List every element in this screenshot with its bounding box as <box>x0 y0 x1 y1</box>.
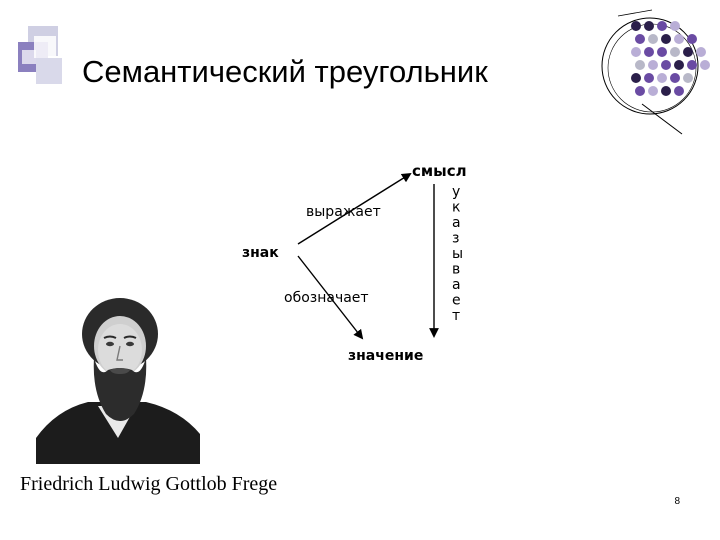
semantic-triangle-diagram: смысл знак значение выражает обозначает … <box>242 162 467 364</box>
decoration-dot <box>670 73 680 83</box>
decoration-dot <box>683 73 693 83</box>
decoration-dot <box>631 47 641 57</box>
edge-label-points-to-letter: з <box>452 231 459 247</box>
decoration-dot <box>635 60 645 70</box>
decoration-dot <box>657 21 667 31</box>
edge-label-points-to-letter: а <box>452 215 461 231</box>
page-number: 8 <box>674 496 680 507</box>
edge-label-points-to-letter: е <box>452 293 461 309</box>
edge-label-points-to-letter: т <box>452 308 460 324</box>
edge-label-points-to-letter: а <box>452 277 461 293</box>
edge-label-points-to-letter: к <box>452 200 460 216</box>
decoration-dot <box>657 73 667 83</box>
node-sense: смысл <box>412 162 467 180</box>
arrow-sign-to-meaning <box>297 255 364 340</box>
slide-title: Семантический треугольник <box>82 54 488 89</box>
decoration-dot <box>644 47 654 57</box>
decoration-dot <box>635 34 645 44</box>
decoration-dot <box>648 34 658 44</box>
edge-label-points-to-letter: в <box>452 262 460 278</box>
node-sign: знак <box>242 245 279 261</box>
decoration-dot <box>631 21 641 31</box>
decoration-dot <box>635 86 645 96</box>
decoration-dot <box>674 86 684 96</box>
decoration-dot <box>674 34 684 44</box>
arrow-sign-to-sense <box>297 172 412 245</box>
edge-label-expresses: выражает <box>306 204 381 220</box>
portrait-caption: Friedrich Ludwig Gottlob Frege <box>20 473 278 495</box>
decoration-dot <box>661 86 671 96</box>
decoration-dot <box>700 60 710 70</box>
edge-label-points-to-letter: ы <box>452 246 463 262</box>
decoration-dot <box>644 21 654 31</box>
frege-portrait-image <box>36 288 200 464</box>
decoration-dot <box>644 73 654 83</box>
decoration-dot <box>661 60 671 70</box>
decoration-dot <box>661 34 671 44</box>
node-meaning: значение <box>348 348 423 364</box>
decoration-dot <box>631 73 641 83</box>
decoration-dot <box>687 34 697 44</box>
decoration-dot <box>670 47 680 57</box>
decoration-dot <box>657 47 667 57</box>
squares-decoration-icon <box>18 26 62 84</box>
decoration-dot <box>648 60 658 70</box>
decoration-dot <box>670 21 680 31</box>
decoration-dot <box>674 60 684 70</box>
decoration-dot <box>687 60 697 70</box>
decoration-dot <box>683 47 693 57</box>
edge-label-points-to-letter: у <box>452 184 460 200</box>
decoration-dot <box>648 86 658 96</box>
edge-label-denotes: обозначает <box>284 290 369 306</box>
circle-pattern-decoration-icon <box>601 9 710 135</box>
decoration-dot <box>696 47 706 57</box>
